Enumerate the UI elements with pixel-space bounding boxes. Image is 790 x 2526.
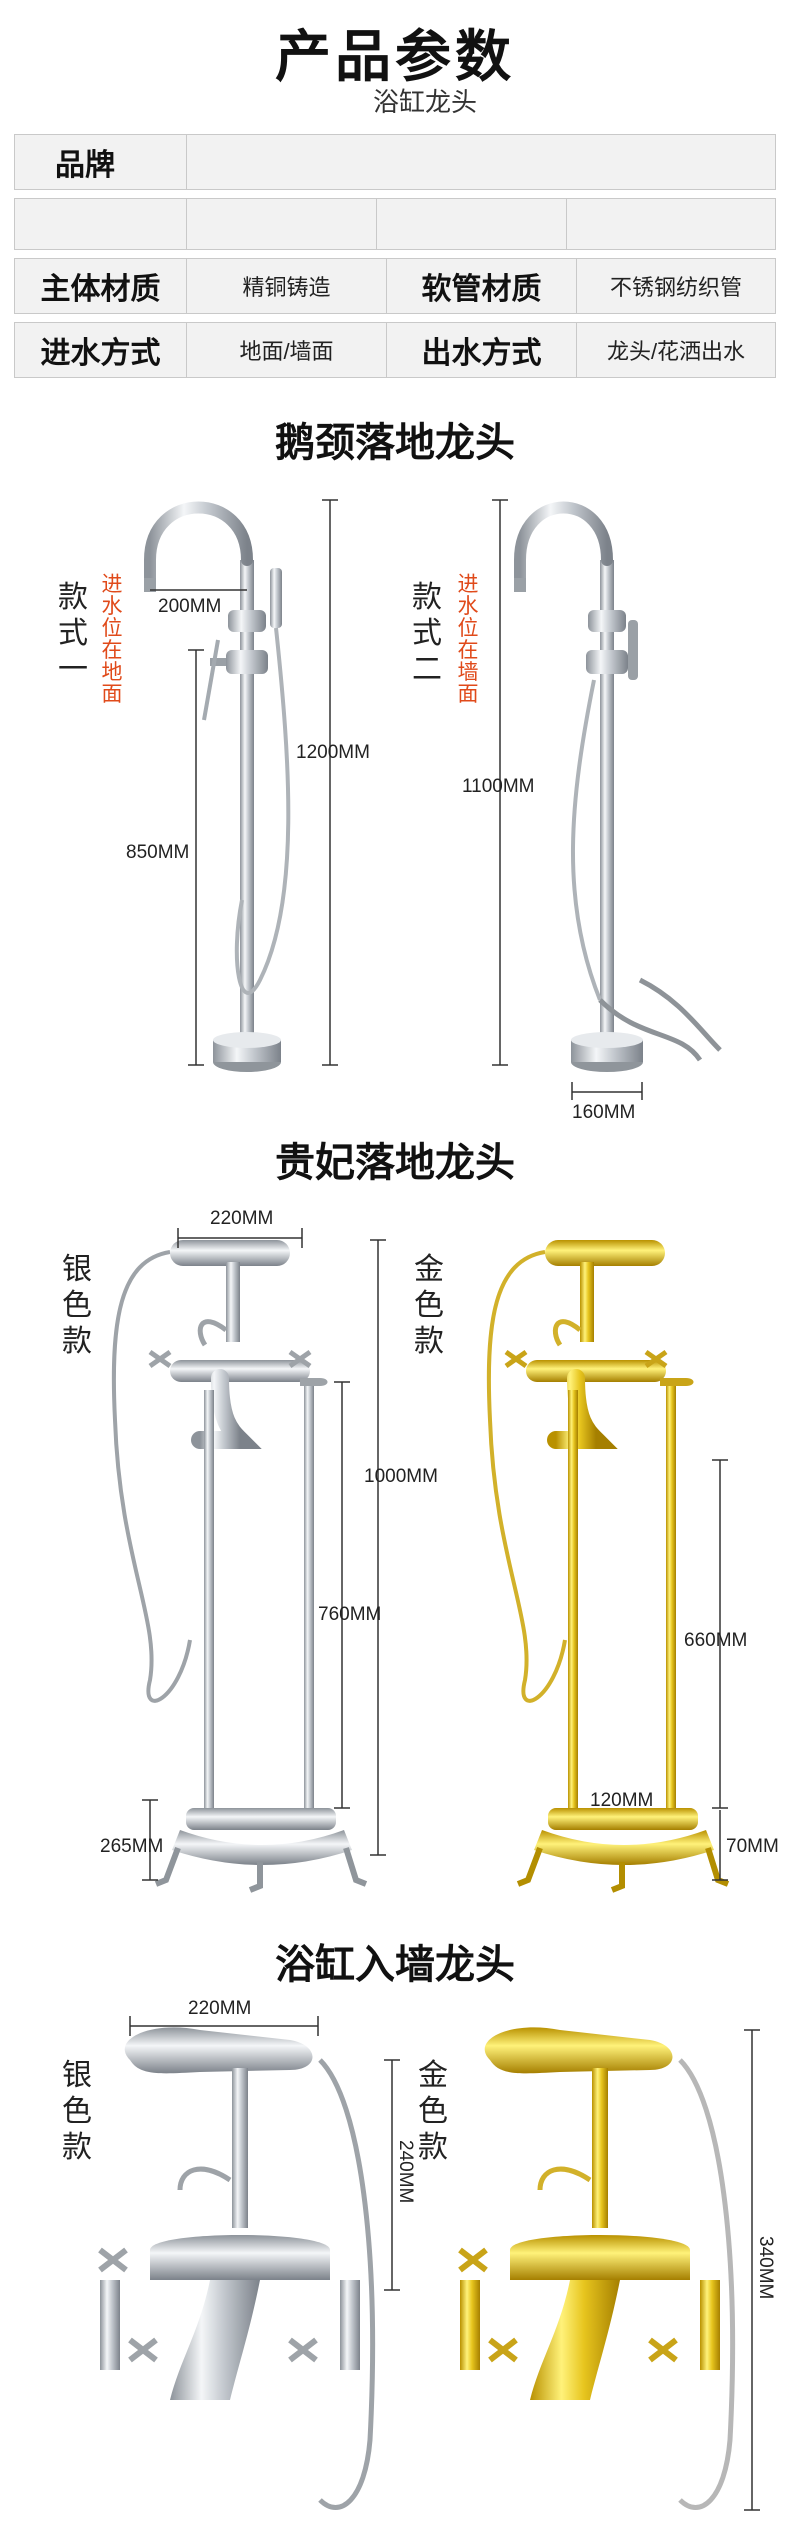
dim-style1-handle-height: 850MM bbox=[126, 842, 190, 863]
page-title: 产品参数 bbox=[275, 25, 515, 88]
style2-label: 款式二 bbox=[412, 581, 442, 686]
wall-silver-label: 银色款 bbox=[62, 2059, 92, 2164]
hose-material-label: 软管材质 bbox=[387, 259, 577, 313]
dim-wall-silver-width: 220MM bbox=[188, 1998, 252, 2019]
spec-row-material: 主体材质 精铜铸造 软管材质 不锈钢纺织管 bbox=[14, 258, 776, 314]
style1-note: 进水位在地面 bbox=[101, 573, 123, 706]
wall-faucet-gold bbox=[458, 2027, 760, 2511]
water-inlet-value: 地面/墙面 bbox=[187, 323, 387, 377]
style1-label: 款式一 bbox=[58, 581, 88, 686]
wall-faucet-silver bbox=[98, 2016, 400, 2510]
dim-style2-height: 1100MM bbox=[462, 776, 535, 797]
dim-wall-silver-height: 240MM bbox=[395, 2140, 416, 2204]
consort-silver-label: 银色款 bbox=[62, 1253, 92, 1358]
brand-label: 品牌 bbox=[15, 135, 187, 189]
gooseneck-faucet-style1 bbox=[144, 499, 338, 1072]
spec-row-water: 进水方式 地面/墙面 出水方式 龙头/花洒出水 bbox=[14, 322, 776, 378]
spec-row-blank bbox=[14, 198, 776, 250]
dim-consort-silver-handle: 760MM bbox=[318, 1604, 382, 1625]
dim-style2-base: 160MM bbox=[572, 1102, 636, 1123]
water-inlet-label: 进水方式 bbox=[15, 323, 187, 377]
section-title-gooseneck: 鹅颈落地龙头 bbox=[275, 421, 515, 465]
hose-material-value: 不锈钢纺织管 bbox=[609, 275, 742, 300]
page-subtitle: 浴缸龙头 bbox=[372, 87, 477, 117]
consort-faucet-silver bbox=[111, 1228, 386, 1893]
dim-consort-silver-base: 265MM bbox=[100, 1836, 164, 1857]
dim-style1-reach: 200MM bbox=[158, 596, 222, 617]
style2-note: 进水位在墙面 bbox=[457, 573, 479, 706]
dim-consort-silver-width: 220MM bbox=[210, 1208, 274, 1229]
body-material-label: 主体材质 bbox=[15, 259, 187, 313]
body-material-value: 精铜铸造 bbox=[187, 259, 387, 313]
dim-consort-gold-base-width: 120MM bbox=[590, 1790, 654, 1811]
consort-gold-label: 金色款 bbox=[414, 1253, 444, 1358]
dim-consort-gold-height: 660MM bbox=[684, 1630, 748, 1651]
spec-table: 品牌 主体材质 精铜铸造 软管材质 不锈钢纺织管 进水方式 地面/墙面 出水方式… bbox=[14, 134, 776, 386]
dim-style1-height: 1200MM bbox=[296, 742, 370, 763]
dim-consort-gold-base-height: 70MM bbox=[726, 1836, 779, 1857]
dim-wall-gold-height: 340MM bbox=[755, 2236, 776, 2300]
section-title-consort: 贵妃落地龙头 bbox=[275, 1141, 515, 1185]
water-outlet-label: 出水方式 bbox=[387, 323, 577, 377]
consort-faucet-gold bbox=[486, 1240, 730, 1893]
water-outlet-value: 龙头/花洒出水 bbox=[606, 339, 746, 364]
wall-gold-label: 金色款 bbox=[418, 2059, 448, 2164]
spec-row-brand: 品牌 bbox=[14, 134, 776, 190]
gooseneck-faucet-style2 bbox=[492, 499, 722, 1100]
section-title-wall: 浴缸入墙龙头 bbox=[275, 1943, 515, 1987]
dim-consort-silver-height: 1000MM bbox=[364, 1466, 438, 1487]
